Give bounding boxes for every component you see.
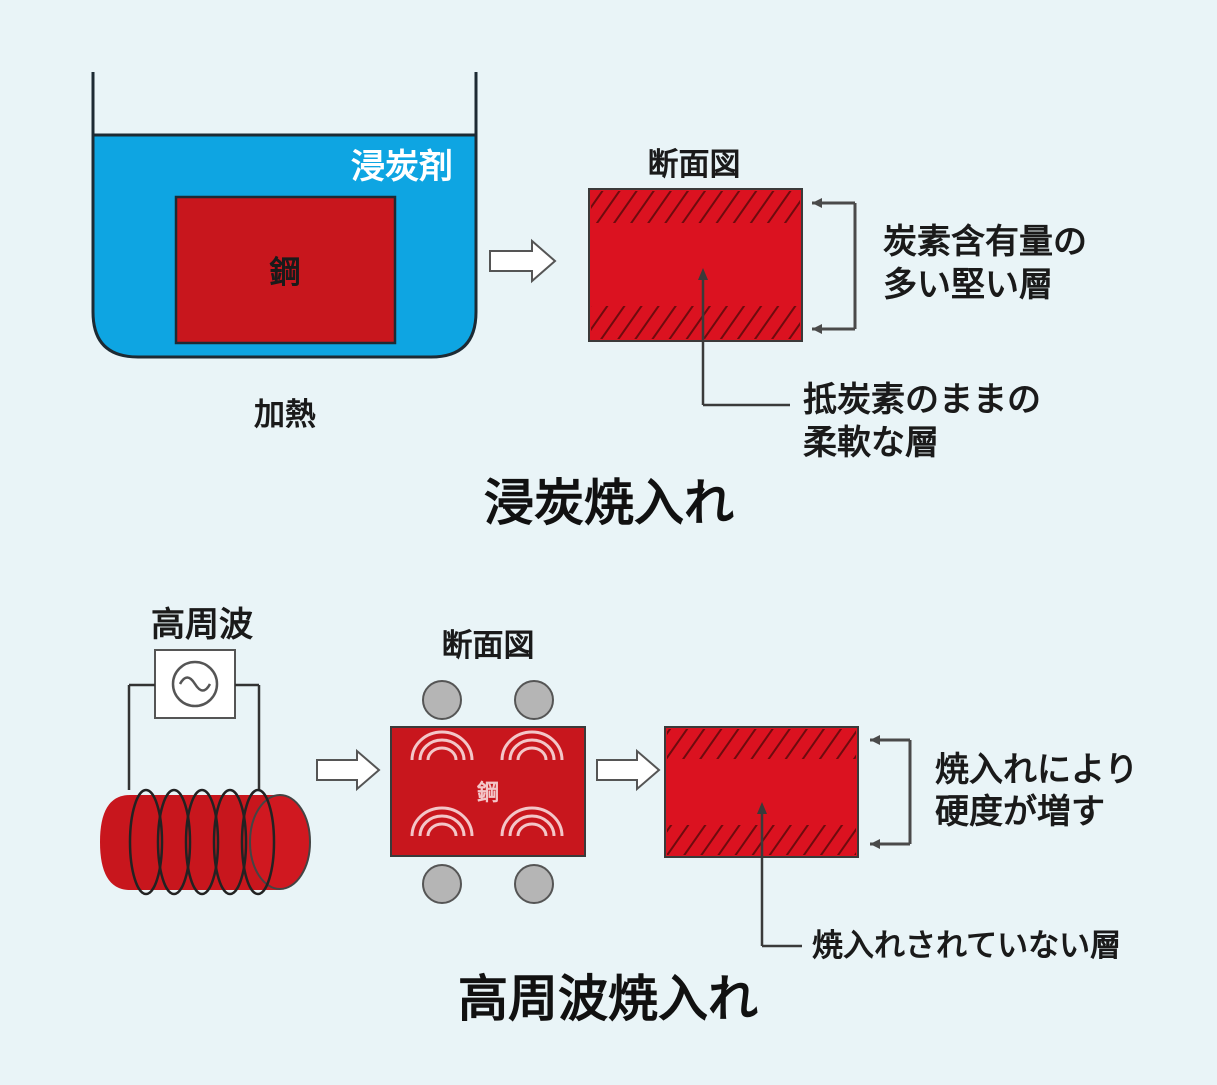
process-arrow-icon [596, 748, 661, 792]
carburizing-title: 浸炭焼入れ [484, 474, 734, 532]
soft-layer-label-line2: 柔軟な層 [803, 423, 939, 463]
hardened-layer-bracket [870, 738, 912, 846]
hard-layer-bottom [591, 306, 800, 339]
steel-label: 鋼 [270, 255, 301, 291]
steel-block [174, 195, 397, 345]
ac-source-icon [171, 660, 219, 708]
roller-icon [514, 680, 554, 720]
roller-icon [514, 864, 554, 904]
pointer-arrow-icon [757, 802, 767, 814]
soft-layer-label-line1: 抵炭素のままの [803, 380, 1041, 420]
hardened-label-line2: 硬度が増す [935, 792, 1105, 832]
induction-title: 高周波焼入れ [458, 970, 758, 1028]
rollers [422, 680, 554, 904]
soft-layer-pointer [701, 278, 790, 407]
roller-icon [422, 680, 462, 720]
agent-label: 浸炭剤 [351, 147, 453, 187]
unhardened-pointer [760, 812, 802, 948]
induction-section: 高周波 断面図 [100, 605, 1138, 1028]
heat-label: 加熱 [254, 397, 316, 433]
bracket-arrow-icon [812, 198, 822, 208]
hardened-layer-top [667, 729, 856, 759]
unhardened-label: 焼入れされていない層 [812, 928, 1121, 964]
induction-cross-section-label: 断面図 [442, 628, 535, 664]
hardened-label-line1: 焼入れにより [935, 750, 1138, 790]
bracket-arrow-icon [870, 839, 880, 849]
cross-section-label: 断面図 [648, 147, 741, 183]
eddy-current-waves [410, 730, 564, 837]
hard-layer-label-line1: 炭素含有量の [883, 222, 1087, 262]
hard-layer-label-line2: 多い堅い層 [883, 265, 1053, 305]
process-arrow-icon [489, 238, 557, 284]
cylinder-end [249, 794, 311, 890]
bracket-arrow-icon [870, 735, 880, 745]
bracket-arrow-icon [812, 324, 822, 334]
induction-coil [128, 788, 276, 896]
hard-layer-top [591, 191, 800, 223]
process-arrow-icon [316, 748, 381, 792]
roller-icon [422, 864, 462, 904]
induction-steel-label: 鋼 [476, 780, 499, 806]
pointer-arrow-icon [698, 268, 708, 280]
coil-wires [127, 683, 261, 790]
source-label: 高周波 [151, 605, 253, 645]
hard-layer-bracket [812, 201, 857, 331]
carburizing-section: 浸炭剤 鋼 加熱 断面図 炭素含有量の 多い堅い層 抵炭素のままの 柔 [91, 72, 1087, 532]
sine-wave-icon [178, 676, 212, 692]
